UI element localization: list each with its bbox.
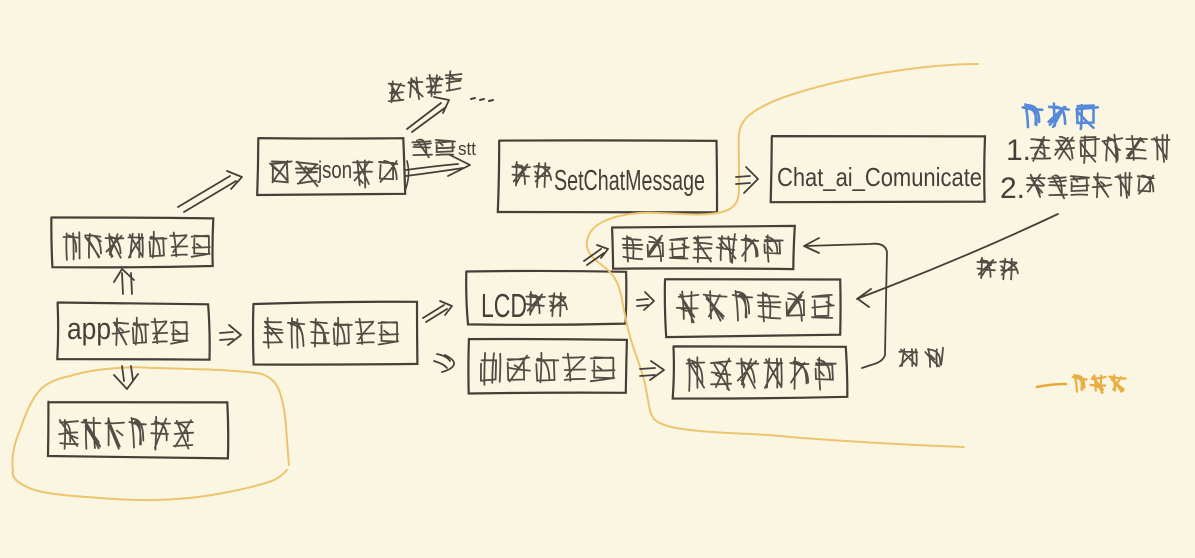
svg-text:SetChatMessage: SetChatMessage (554, 165, 705, 197)
svg-text:stt: stt (458, 139, 476, 159)
svg-text:1.: 1. (1006, 134, 1031, 167)
svg-text:2.: 2. (1000, 172, 1025, 205)
svg-text:LCD: LCD (481, 287, 527, 324)
svg-text:app: app (67, 311, 111, 346)
svg-text:Chat_ai_Comunicate: Chat_ai_Comunicate (777, 162, 982, 192)
svg-text:json: json (317, 157, 352, 184)
